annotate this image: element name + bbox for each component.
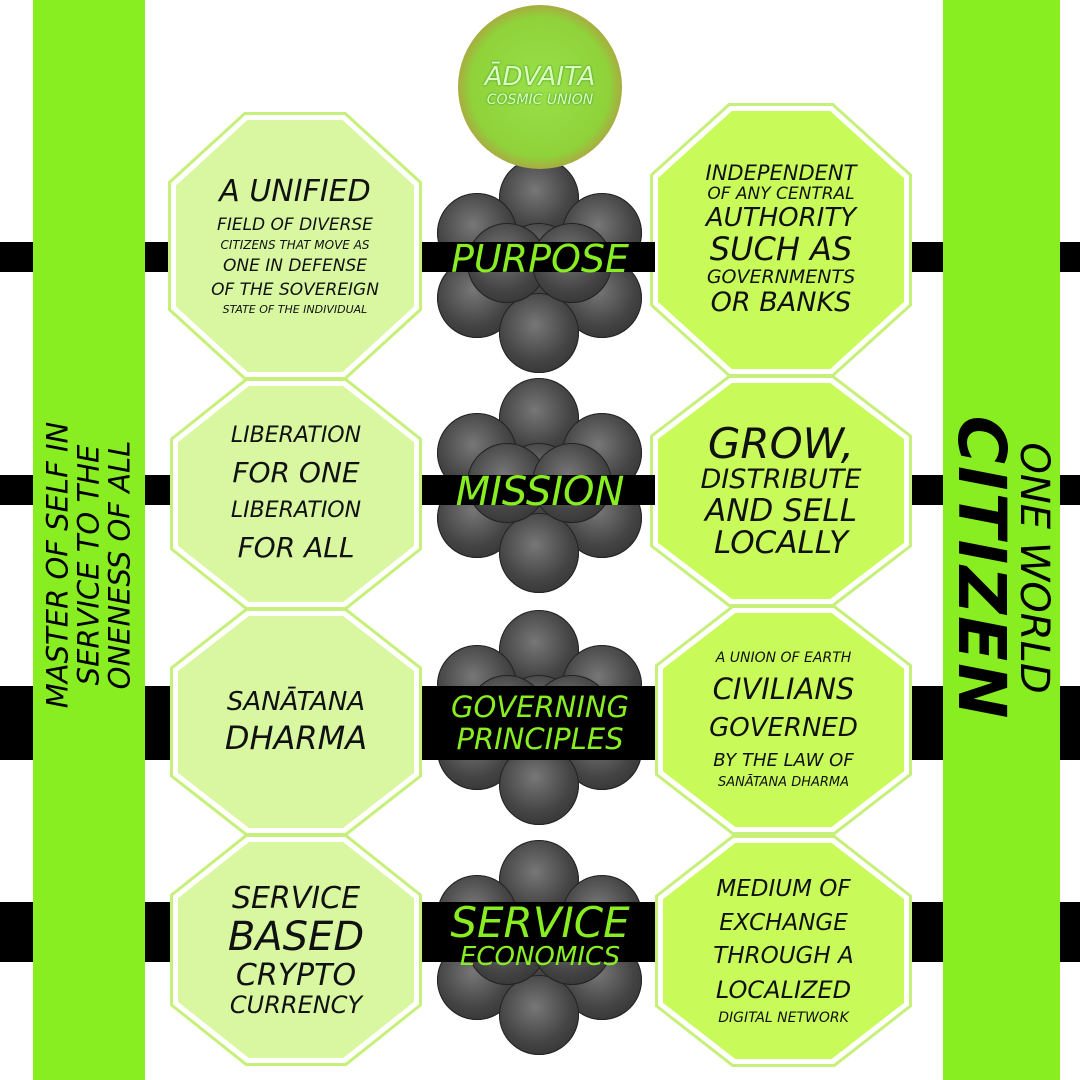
hex-text: OF THE SOVEREIGN	[211, 279, 379, 300]
hex-text: GOVERNMENTS	[706, 266, 856, 289]
hex-text: LIBERATION	[230, 423, 362, 448]
logo-name: ĀDVAITA	[484, 62, 596, 92]
flower-circle	[499, 975, 579, 1055]
hex-text: A UNIFIED	[219, 174, 371, 210]
right-hex-governing: A UNION OF EARTH CIVILIANS GOVERNED BY THE …	[655, 605, 912, 835]
label-text: MISSION	[455, 469, 625, 515]
hex-text: EXCHANGE	[719, 909, 848, 936]
label-text: ECONOMICS	[459, 942, 621, 972]
hex-text: LIBERATION	[230, 498, 362, 523]
hex-text: BASED	[227, 913, 365, 960]
hex-text: FOR ONE	[232, 456, 360, 489]
left-banner-text: MASTER OF SELF IN SERVICE TO THE ONENESS…	[40, 421, 137, 709]
left-banner-line: ONENESS OF ALL	[102, 440, 137, 690]
label-purpose: PURPOSE	[425, 240, 655, 278]
left-banner-line: MASTER OF SELF IN	[40, 421, 75, 709]
hex-text: CRYPTO	[235, 957, 357, 993]
hex-text: SANĀTANA	[226, 686, 366, 717]
left-hex-mission: LIBERATION FOR ONE LIBERATION FOR ALL	[170, 378, 422, 610]
hex-text: THROUGH A	[713, 943, 854, 970]
hex-text: MEDIUM OF	[716, 876, 851, 903]
left-hex-purpose: A UNIFIED FIELD OF DIVERSE CITIZENS THAT M…	[168, 112, 422, 380]
right-banner-line1: ONE WORLD	[1011, 442, 1057, 694]
hex-text: CIVILIANS	[712, 671, 855, 706]
label-mission: MISSION	[425, 472, 655, 512]
hex-text: FIELD OF DIVERSE	[217, 214, 373, 235]
flower-circle	[499, 293, 579, 373]
right-hex-economics: MEDIUM OF EXCHANGE THROUGH A LOCALIZED DIGIT…	[655, 835, 912, 1067]
advaita-logo: ĀDVAITA COSMIC UNION	[458, 5, 622, 169]
hex-text: INDEPENDENT	[705, 160, 857, 185]
hex-text: LOCALIZED	[715, 976, 852, 1005]
label-text: PRINCIPLES	[456, 721, 624, 756]
hex-text: DHARMA	[224, 719, 368, 758]
hex-text: CITIZENS THAT MOVE AS	[220, 238, 370, 253]
hex-text: OR BANKS	[710, 287, 852, 319]
hex-text: A UNION OF EARTH	[715, 649, 852, 666]
label-text: PURPOSE	[450, 237, 630, 281]
hex-text: GROW,	[707, 419, 855, 469]
hex-text: GOVERNED	[709, 712, 858, 743]
hex-text: ONE IN DEFENSE	[223, 256, 367, 277]
hex-text: LOCALLY	[713, 525, 849, 562]
hex-text: DIGITAL NETWORK	[718, 1010, 849, 1027]
hex-text: AND SELL	[705, 492, 857, 529]
hex-text: CURRENCY	[229, 990, 363, 1019]
hex-text: BY THE LAW OF	[713, 749, 854, 771]
label-text: SERVICE	[450, 898, 630, 947]
right-banner-line2: CITIZEN	[943, 415, 1020, 721]
logo-subtitle: COSMIC UNION	[486, 92, 594, 108]
right-banner: ONE WORLD CITIZEN	[943, 0, 1060, 1080]
flower-circle	[499, 513, 579, 593]
hex-text: FOR ALL	[237, 531, 355, 564]
hex-text: SANĀTANA DHARMA	[717, 774, 850, 790]
right-banner-text: ONE WORLD CITIZEN	[943, 415, 1057, 721]
hex-text: AUTHORITY	[705, 202, 857, 233]
hex-text: SUCH AS	[709, 230, 853, 269]
hex-text: SERVICE	[231, 880, 361, 916]
hex-text: OF ANY CENTRAL	[707, 184, 855, 205]
label-text: GOVERNING	[450, 689, 630, 724]
hex-text: STATE OF THE INDIVIDUAL	[222, 303, 368, 317]
left-banner-line: SERVICE TO THE	[71, 444, 106, 686]
left-banner: MASTER OF SELF IN SERVICE TO THE ONENESS…	[33, 0, 145, 1080]
flower-of-life-cluster	[437, 158, 642, 373]
hex-text: DISTRIBUTE	[700, 464, 862, 496]
